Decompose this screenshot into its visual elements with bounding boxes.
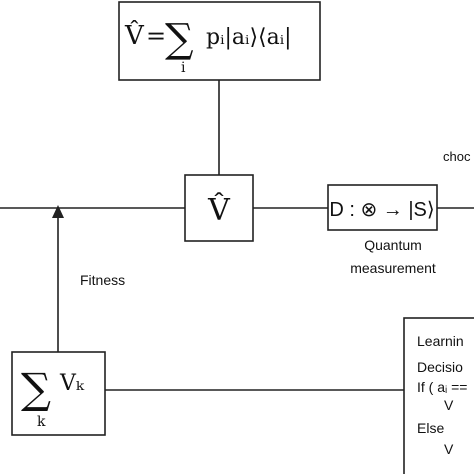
if-branch-value: V — [444, 397, 454, 413]
top-equals: = — [146, 22, 166, 50]
top-sum-body: pᵢ|aᵢ⟩⟨aᵢ| — [206, 25, 292, 50]
fitness-arrow-head — [52, 205, 64, 218]
measurement-caption-line1: Quantum — [364, 237, 422, 253]
top-formula-box: V̂ = ∑ i pᵢ|aᵢ⟩⟨aᵢ| — [118, 1, 321, 81]
else-line: Else — [417, 420, 444, 436]
else-branch-value: V — [444, 441, 454, 457]
sum-vk-index: k — [37, 414, 46, 430]
fitness-label: Fitness — [80, 272, 125, 288]
top-sum-symbol: ∑ — [165, 16, 194, 62]
cut-off-label: choc — [443, 149, 471, 164]
sum-vk-box: ∑ k Vₖ — [11, 351, 106, 436]
sum-vk-symbol: ∑ — [21, 364, 51, 413]
decision-line: Decisio — [417, 359, 463, 375]
top-v-hat: V̂ — [124, 20, 145, 51]
measurement-box: D : ⊗ → |S⟩ — [327, 184, 438, 231]
v-hat-box: V̂ — [184, 174, 254, 242]
middle-v-hat: V̂ — [207, 193, 231, 228]
sum-vk-body: Vₖ — [59, 371, 85, 396]
top-sum-index: i — [181, 60, 186, 76]
measurement-formula: D : ⊗ → |S⟩ — [329, 199, 434, 221]
learning-line: Learnin — [417, 333, 464, 349]
measurement-caption-line2: measurement — [350, 260, 436, 276]
learning-decision-box: Learnin Decisio If ( aᵢ == V Else V — [403, 317, 474, 474]
if-condition-line: If ( aᵢ == — [417, 379, 467, 395]
